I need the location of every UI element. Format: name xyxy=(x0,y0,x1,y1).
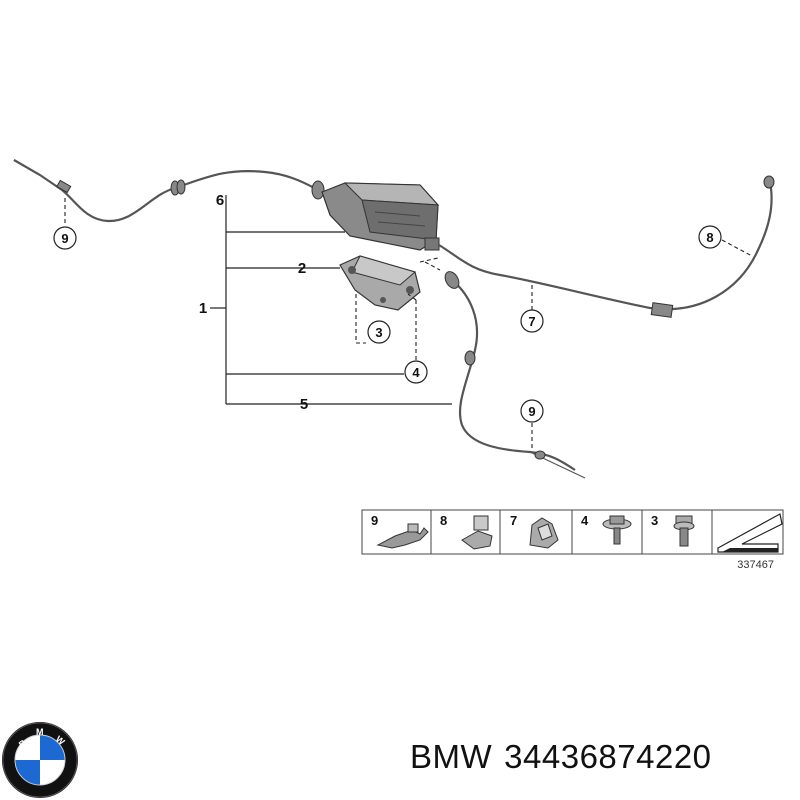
collar-nut-icon xyxy=(602,515,632,545)
legend-item-3: 3 xyxy=(651,513,658,528)
svg-text:9: 9 xyxy=(61,231,68,246)
callout-8: 8 xyxy=(698,225,722,249)
hardware-legend: 9 8 7 4 3 337467 xyxy=(361,509,784,571)
hex-bolt-icon xyxy=(673,515,695,547)
right-parking-brake-cable xyxy=(438,179,773,311)
label-6: 6 xyxy=(216,192,224,209)
legend-item-8: 8 xyxy=(440,513,447,528)
cable-holder-icon xyxy=(376,523,429,549)
legend-item-4: 4 xyxy=(581,513,589,528)
callout-9-bottom: 9 xyxy=(520,399,544,423)
clamp-clip-icon xyxy=(529,517,559,549)
svg-text:8: 8 xyxy=(706,230,713,245)
left-parking-brake-cable xyxy=(13,159,319,223)
callout-7: 7 xyxy=(520,309,544,333)
svg-text:M: M xyxy=(36,727,44,737)
svg-text:7: 7 xyxy=(528,314,535,329)
label-1: 1 xyxy=(199,300,207,317)
svg-text:9: 9 xyxy=(528,404,535,419)
label-2: 2 xyxy=(298,260,306,277)
cable-ferrule-right xyxy=(650,175,775,318)
legend-item-9: 9 xyxy=(371,513,378,528)
leader-lines xyxy=(210,195,452,405)
callout-9-left: 9 xyxy=(53,226,77,250)
part-number: 34436874220 xyxy=(504,738,712,775)
bmw-logo-icon: B M W xyxy=(2,722,78,798)
reference-number: 337467 xyxy=(737,559,774,571)
callout-3: 3 xyxy=(367,320,391,344)
part-caption: BMW 34436874220 xyxy=(410,738,724,776)
callout-4: 4 xyxy=(404,360,428,384)
svg-text:B: B xyxy=(17,737,29,749)
svg-text:4: 4 xyxy=(412,365,420,380)
label-5: 5 xyxy=(300,396,308,413)
middle-parking-brake-cable xyxy=(451,279,586,479)
brand-name: BMW xyxy=(410,738,493,775)
actuator-bracket xyxy=(339,255,421,311)
cable-clip-icon xyxy=(461,515,493,550)
svg-text:3: 3 xyxy=(375,325,382,340)
dashed-leaders xyxy=(64,198,753,448)
legend-item-7: 7 xyxy=(510,513,517,528)
cable-ferrule-left xyxy=(56,179,325,200)
cable-ferrule-middle xyxy=(444,271,546,460)
arrow-symbol-icon xyxy=(717,513,783,553)
parking-brake-actuator xyxy=(321,182,440,251)
